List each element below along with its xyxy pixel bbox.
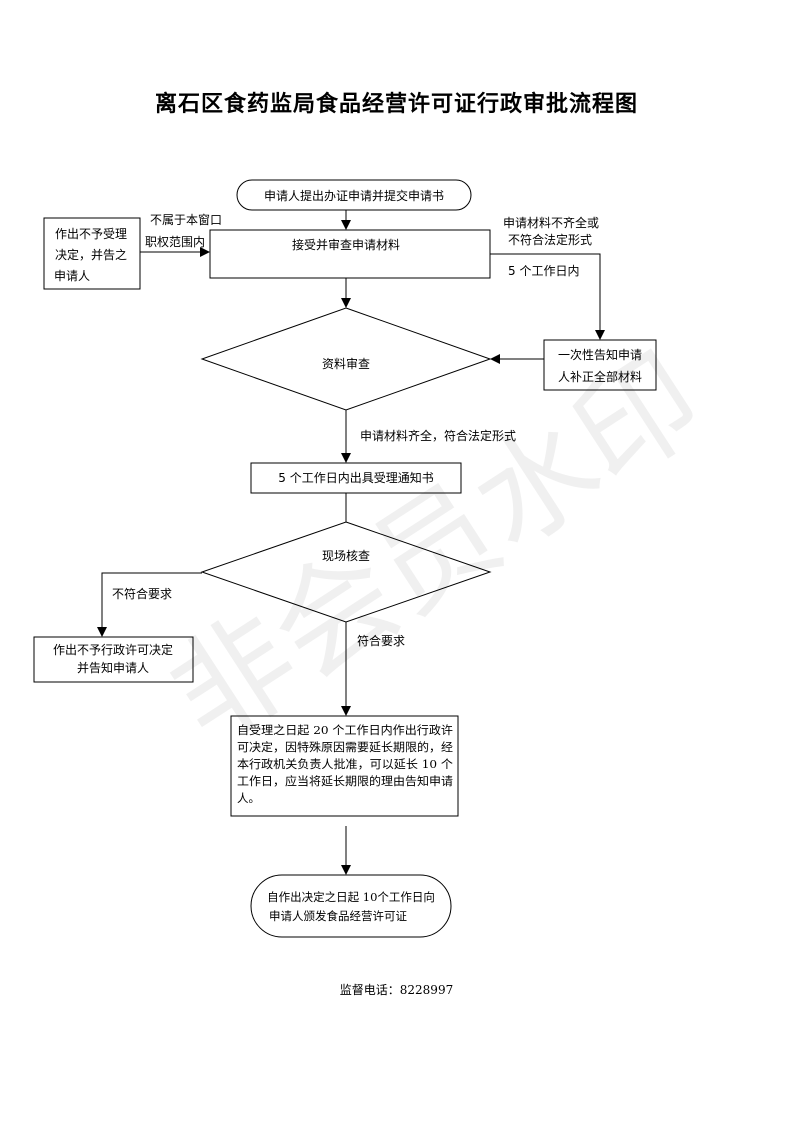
deny-line-2: 并告知申请人 xyxy=(77,661,149,675)
inspect-decision-shape xyxy=(200,521,492,623)
deny-permit-node-shape xyxy=(33,636,194,683)
decision-line-3: 本行政机关负责人批准，可以延长 10 个 xyxy=(237,757,454,771)
receipt-node-shape xyxy=(250,462,462,494)
notify-supplement-node-shape xyxy=(543,339,657,391)
reject-left-line-1: 作出不予受理 xyxy=(55,227,127,241)
inspect-text: 现场核查 xyxy=(322,549,370,563)
meet-label: 符合要求 xyxy=(357,633,405,648)
notify-line-2: 人补正全部材料 xyxy=(558,369,642,384)
end-line-1: 自作出决定之日起 10个工作日向 xyxy=(267,890,435,904)
supervision-phone: 监督电话：8228997 xyxy=(339,983,454,997)
start-node-text: 申请人提出办证申请并提交申请书 xyxy=(264,188,444,203)
receipt-text: 5 个工作日内出具受理通知书 xyxy=(278,471,433,485)
decision-line-4: 工作日，应当将延长期限的理由告知申请 xyxy=(237,774,454,788)
notify-line-1: 一次性告知申请 xyxy=(558,348,642,362)
page-title: 离石区食药监局食品经营许可证行政审批流程图 xyxy=(154,91,638,117)
not-meet-label: 不符合要求 xyxy=(112,586,172,601)
reject-left-line-2: 决定，并告之 xyxy=(55,247,127,262)
start-node-shape xyxy=(236,179,472,211)
end-line-2: 申请人颁发食品经营许可证 xyxy=(269,909,407,923)
reject-left-node-shape xyxy=(43,217,141,290)
accept-node-text: 接受并审查申请材料 xyxy=(292,237,400,252)
decision-line-2: 可决定，因特殊原因需要延长期限的，经 xyxy=(237,740,454,754)
deny-line-1: 作出不予行政许可决定 xyxy=(53,642,173,657)
incomplete-label-1: 申请材料不齐全或 xyxy=(503,215,599,230)
review-text: 资料审查 xyxy=(322,356,370,371)
reject-left-line-3: 申请人 xyxy=(54,269,90,283)
complete-label: 申请材料齐全，符合法定形式 xyxy=(360,428,516,443)
end-node-shape xyxy=(250,874,452,938)
decision-line-5: 人。 xyxy=(237,791,260,805)
arrow-inspect-deny xyxy=(97,572,202,637)
incomplete-label-2: 不符合法定形式 xyxy=(508,232,592,247)
decision-line-1: 自受理之日起 20 个工作日内作出行政许 xyxy=(237,723,454,737)
arrow-accept-notify xyxy=(490,253,605,340)
notscope-label-2: 职权范围内 xyxy=(145,235,205,249)
notscope-label-1: 不属于本窗口 xyxy=(150,213,222,227)
five-days-label: 5 个工作日内 xyxy=(508,264,579,278)
decision-node-shape xyxy=(230,715,459,817)
